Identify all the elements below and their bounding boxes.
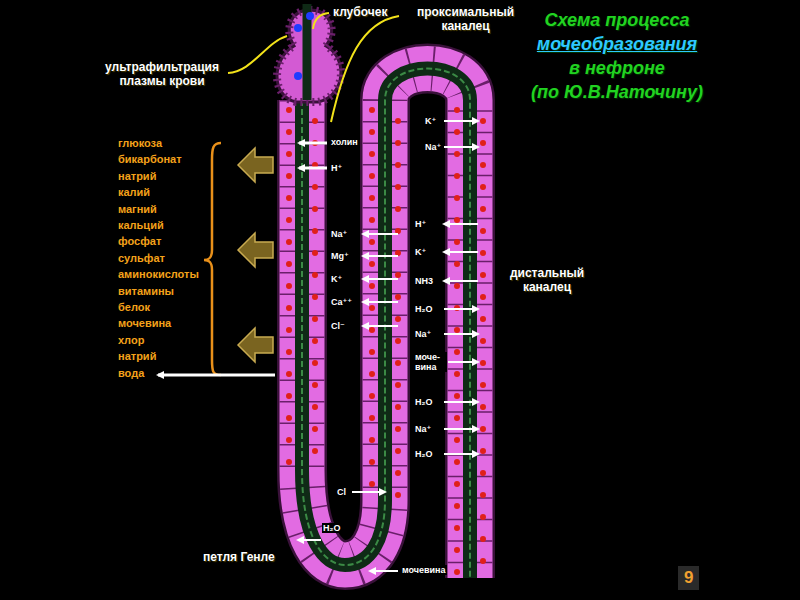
tubule-lumen	[302, 69, 470, 579]
reabsorption-arrows	[238, 148, 273, 362]
title-line: в нефроне	[517, 57, 717, 79]
substance-name: натрий	[118, 170, 156, 183]
ion-label: Ca⁺⁺	[330, 297, 353, 307]
substance-name: кальций	[118, 219, 164, 232]
process-label: ультрафильтрация плазмы крови	[96, 60, 228, 88]
ion-label: Na⁺	[414, 329, 432, 339]
ion-label: H⁺	[330, 163, 343, 173]
blood-dot	[306, 12, 314, 20]
ion-label: NH3	[414, 276, 434, 286]
ion-label: K⁺	[424, 116, 437, 126]
title-line: (по Ю.В.Наточину)	[517, 81, 717, 103]
part-label: петля Генле	[203, 550, 275, 564]
cell-nuclei	[289, 110, 483, 575]
ion-label: моче- вина	[414, 352, 447, 372]
curly-bracket	[204, 143, 221, 375]
ion-label: мочевина	[401, 565, 447, 575]
part-label: клубочек	[333, 5, 387, 19]
substance-name: витамины	[118, 285, 174, 298]
title-line: мочеобразования	[517, 33, 717, 55]
substance-name: глюкоза	[118, 137, 162, 150]
ion-label: K⁺	[414, 247, 427, 257]
leader-lines	[228, 13, 399, 122]
substance-name: аминокислоты	[118, 268, 199, 281]
ion-label: H₂O	[414, 397, 434, 407]
substance-name: магний	[118, 203, 157, 216]
ion-label: холин	[330, 137, 359, 147]
ion-flux-arrows	[298, 121, 478, 571]
substance-name: калий	[118, 186, 150, 199]
ion-label: H⁺	[414, 219, 427, 229]
substance-name: белок	[118, 301, 150, 314]
substance-name: сульфат	[118, 252, 165, 265]
substance-name: фосфат	[118, 235, 161, 248]
part-label: дистальный каналец	[503, 266, 591, 294]
ion-label: H₂O	[414, 304, 434, 314]
transport-arrows	[158, 143, 327, 375]
ion-label: Na⁺	[414, 424, 432, 434]
cell-borders	[302, 69, 470, 579]
ion-label: Na⁺	[330, 229, 348, 239]
ion-label: Na⁺	[424, 142, 442, 152]
blood-dot	[294, 24, 302, 32]
substance-name: натрий	[118, 350, 156, 363]
lumen-stripe	[302, 69, 470, 579]
ion-label: Mg⁺	[330, 251, 350, 261]
blood-dot	[294, 72, 302, 80]
substance-name: вода	[118, 367, 144, 380]
ion-label: Cl⁻	[330, 321, 346, 331]
substance-name: мочевина	[118, 317, 171, 330]
page-number: 9	[678, 566, 699, 590]
part-label: проксимальный каналец	[403, 5, 528, 33]
tubule-outline	[302, 69, 470, 579]
ion-label: H₂O	[414, 449, 434, 459]
substance-name: бикарбонат	[118, 153, 182, 166]
ion-label: Cl	[336, 487, 347, 497]
substance-name: хлор	[118, 334, 144, 347]
ion-label: H₂O	[322, 523, 342, 533]
tubule-wall	[302, 69, 470, 579]
slide-title: Схема процесса	[517, 9, 717, 31]
ion-label: K⁺	[330, 274, 343, 284]
